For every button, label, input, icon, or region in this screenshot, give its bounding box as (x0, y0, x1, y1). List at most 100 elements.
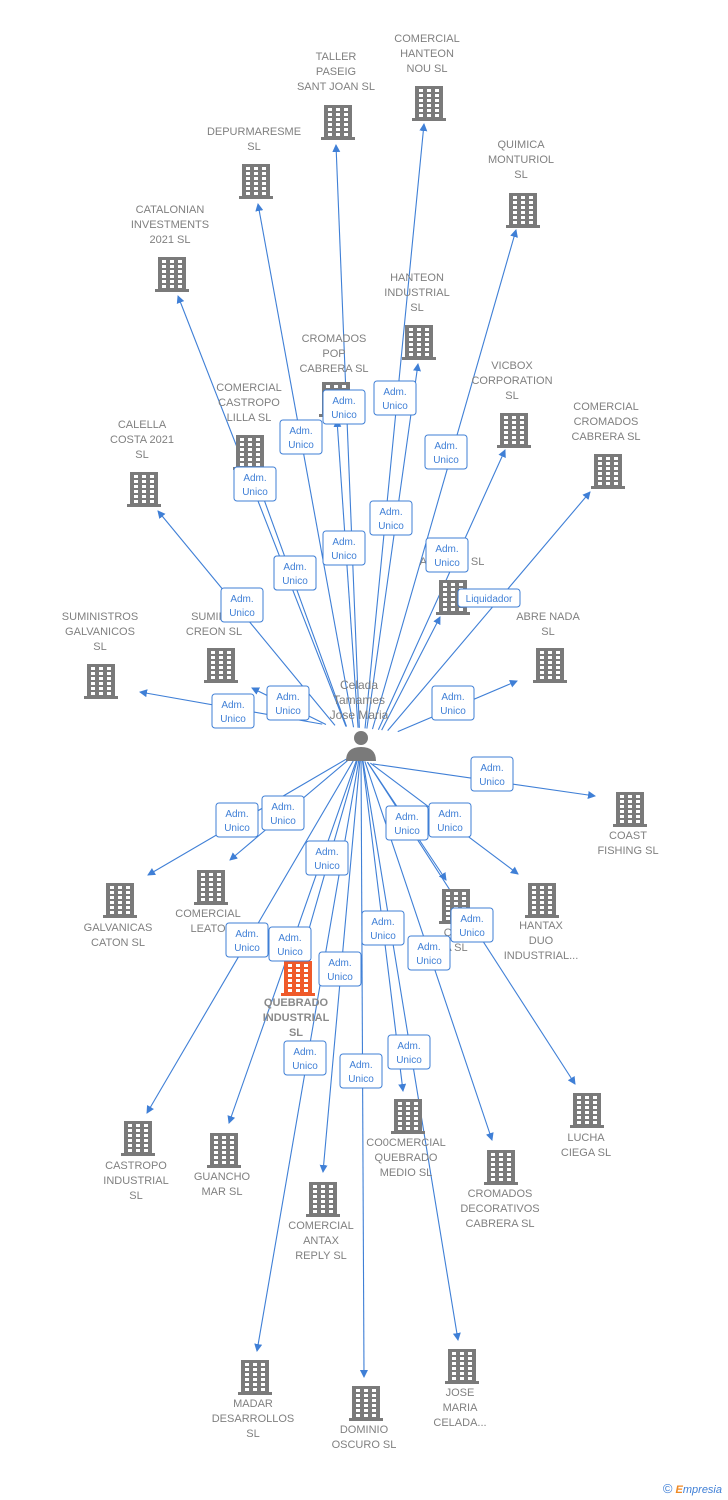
edge-com_castropo (252, 471, 348, 727)
edge-label-co0cmercial[interactable]: Adm.Unico (387, 1034, 431, 1070)
edge-label-text-qu_da: Adm.Unico (394, 812, 420, 837)
edge-label-com_cromados[interactable]: Liquidador (457, 588, 521, 608)
person-icon[interactable] (346, 731, 376, 761)
edge-label-com_leato[interactable]: Adm.Unico (261, 795, 305, 831)
edge-label-qu_da[interactable]: Adm.Unico (385, 805, 429, 841)
edge-label-text-abre_nada: Adm.Unico (440, 692, 466, 717)
edge-label-abre_nada[interactable]: Adm.Unico (431, 685, 475, 721)
building-icon-vicbox[interactable] (497, 413, 531, 448)
building-icon-hanteon_nou[interactable] (412, 86, 446, 121)
edge-label-hanteon_ind[interactable]: Adm.Unico (369, 500, 413, 536)
edge-label-text-hanteon_nou: Adm.Unico (382, 387, 408, 412)
edge-taller (332, 144, 360, 728)
building-icon-lucha[interactable] (570, 1093, 604, 1128)
edge-label-text-castropo_ind: Adm.Unico (234, 929, 260, 954)
building-icon-abre_nada[interactable] (533, 648, 567, 683)
edge-label-cromados_dec[interactable]: Adm.Unico (407, 935, 451, 971)
edge-label-castropo_ind[interactable]: Adm.Unico (225, 922, 269, 958)
edge-cromados_pop (333, 419, 359, 728)
building-icon-coast[interactable] (613, 792, 647, 827)
building-icon-galvanicas[interactable] (103, 883, 137, 918)
building-icon-com_cromados[interactable] (591, 454, 625, 489)
edge-label-coast[interactable]: Adm.Unico (470, 756, 514, 792)
edge-label-text-depur: Adm.Unico (288, 426, 314, 451)
edge-label-quimica[interactable]: Adm.Unico (424, 434, 468, 470)
edge-label-text-madar: Adm.Unico (292, 1047, 318, 1072)
footer-brand[interactable]: © Empresia (663, 1481, 722, 1496)
edge-label-text-catalonian: Adm.Unico (242, 473, 268, 498)
building-icon-madar[interactable] (238, 1360, 272, 1395)
edge-label-dominio[interactable]: Adm.Unico (339, 1053, 383, 1089)
edge-label-galvanicas[interactable]: Adm.Unico (215, 802, 259, 838)
edge-label-hanteon_nou[interactable]: Adm.Unico (373, 380, 417, 416)
edge-label-catalonian[interactable]: Adm.Unico (233, 466, 277, 502)
edge-label-text-antax: Adm.Unico (327, 958, 353, 983)
edge-label-antigua[interactable]: Adm.Unico (425, 537, 469, 573)
building-icon-catalonian[interactable] (155, 257, 189, 292)
building-icon-cromados_dec[interactable] (484, 1150, 518, 1185)
edge-label-text-com_leato: Adm.Unico (270, 802, 296, 827)
edge-label-text-hantax: Adm.Unico (437, 809, 463, 834)
edge-label-text-com_castropo: Adm.Unico (282, 562, 308, 587)
building-icon-dominio[interactable] (349, 1386, 383, 1421)
building-icon-hanteon_ind[interactable] (402, 325, 436, 360)
edge-label-guancho[interactable]: Adm.Unico (305, 840, 349, 876)
edge-label-madar[interactable]: Adm.Unico (283, 1040, 327, 1076)
edge-label-sum_creon[interactable]: Adm.Unico (266, 685, 310, 721)
building-icon-jose[interactable] (445, 1349, 479, 1384)
building-icon-antax[interactable] (306, 1182, 340, 1217)
edge-label-text-sum_creon: Adm.Unico (275, 692, 301, 717)
brand-name: mpresia (682, 1484, 722, 1496)
edge-label-taller[interactable]: Adm.Unico (322, 389, 366, 425)
building-icon-com_leato[interactable] (194, 870, 228, 905)
building-icon-taller[interactable] (321, 105, 355, 140)
building-icon-calella[interactable] (127, 472, 161, 507)
edge-antigua (381, 616, 441, 731)
building-icon-castropo_ind[interactable] (121, 1121, 155, 1156)
edge-label-text-quebrado: Adm.Unico (277, 933, 303, 958)
edge-label-calella[interactable]: Adm.Unico (220, 587, 264, 623)
building-icon-com_castropo[interactable] (233, 435, 267, 470)
edge-label-com_castropo[interactable]: Adm.Unico (273, 555, 317, 591)
edge-label-text-taller: Adm.Unico (331, 396, 357, 421)
edge-label-antax[interactable]: Adm.Unico (318, 951, 362, 987)
edge-label-cromados_pop[interactable]: Adm.Unico (322, 530, 366, 566)
edge-label-lucha[interactable]: Adm.Unico (450, 907, 494, 943)
building-icon-depur[interactable] (239, 164, 273, 199)
building-icon-sum_creon[interactable] (204, 648, 238, 683)
edge-label-text-cromados_dec: Adm.Unico (416, 942, 442, 967)
edge-label-text-galvanicas: Adm.Unico (224, 809, 250, 834)
copyright-icon: © (662, 1481, 673, 1496)
building-icon-hantax[interactable] (525, 883, 559, 918)
building-icon-quimica[interactable] (506, 193, 540, 228)
edge-label-jose[interactable]: Adm.Unico (361, 910, 405, 946)
edge-com_cromados (387, 491, 591, 732)
building-icon-quebrado[interactable] (281, 961, 315, 996)
edge-label-quebrado[interactable]: Adm.Unico (268, 926, 312, 962)
building-icon-co0cmercial[interactable] (391, 1099, 425, 1134)
edge-label-text-hanteon_ind: Adm.Unico (378, 507, 404, 532)
edge-label-hantax[interactable]: Adm.Unico (428, 802, 472, 838)
edge-label-text-jose: Adm.Unico (370, 917, 396, 942)
building-icon-guancho[interactable] (207, 1133, 241, 1168)
edge-label-sum_galv[interactable]: Adm.Unico (211, 693, 255, 729)
brand-e: E (675, 1484, 683, 1496)
edge-label-depur[interactable]: Adm.Unico (279, 419, 323, 455)
edge-label-text-lucha: Adm.Unico (459, 914, 485, 939)
building-icon-sum_galv[interactable] (84, 664, 118, 699)
